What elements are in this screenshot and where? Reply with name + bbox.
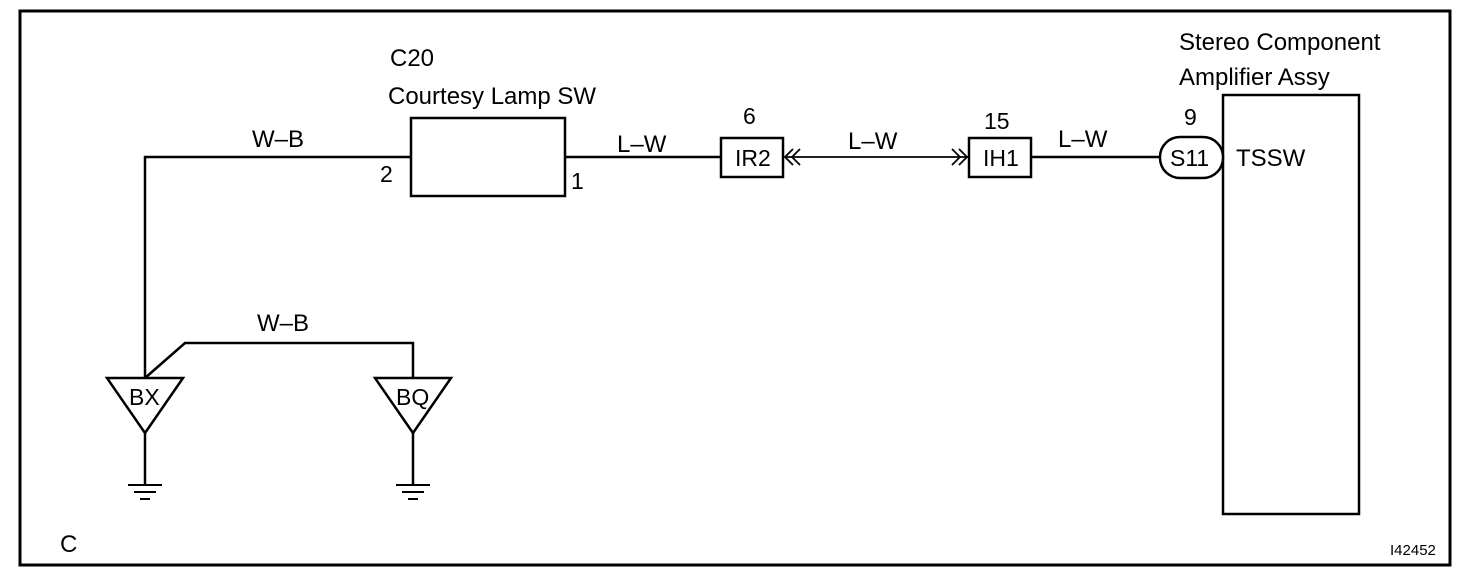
courtesy-switch-code: C20 [390,45,434,72]
wire-label-switch-ground: W–B [252,126,304,153]
wire-ground-link [144,341,415,379]
wire-label-ih1-to-amp: L–W [1058,126,1108,153]
ground-bq-code: BQ [396,384,429,410]
amplifier-name-line1: Stereo Component [1179,29,1381,56]
diagram-frame [18,9,1452,567]
amplifier-connector-box [1158,135,1225,180]
amplifier-terminal-label: TSSW [1236,145,1306,172]
ground-bx-code: BX [129,384,160,410]
courtesy-switch-pin-2: 2 [380,161,393,187]
wire-switch-ground [143,155,411,378]
ih1-connector-code: IH1 [983,145,1019,171]
ground-bq-earth-icon [396,484,430,500]
amplifier-pin: 9 [1184,104,1197,130]
section-letter: C [60,531,77,558]
ih1-connector-box [967,136,1033,179]
amplifier-name-line2: Amplifier Assy [1179,64,1330,91]
ground-bx-triangle [104,376,186,436]
wire-label-switch-to-ir2: L–W [617,131,667,158]
ih1-pin: 15 [984,108,1010,134]
ground-bx-earth-icon [128,484,162,500]
ground-bq-triangle [372,376,454,436]
ir2-connector-code: IR2 [735,145,771,171]
courtesy-switch-name: Courtesy Lamp SW [388,83,596,110]
amplifier-box [1221,93,1361,516]
courtesy-switch-box [409,116,567,198]
amplifier-connector-code: S11 [1170,145,1209,171]
wire-label-ir2-to-ih1: L–W [848,128,898,155]
ir2-pin: 6 [743,103,756,129]
ih1-chevron-icon [951,148,969,166]
courtesy-switch-pin-1: 1 [571,168,584,194]
wire-label-ground-link: W–B [257,310,309,337]
figure-id: I42452 [1390,542,1436,559]
ir2-connector-box [719,136,785,179]
